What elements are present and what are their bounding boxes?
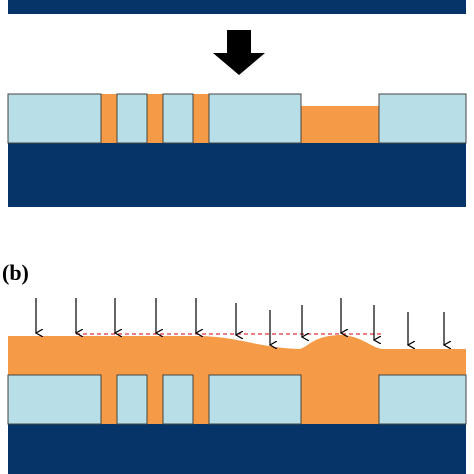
pattern-block bbox=[378, 374, 467, 425]
pattern-block bbox=[162, 93, 194, 144]
down-arrow-icon bbox=[213, 30, 265, 75]
panel-b-label: (b) bbox=[2, 260, 29, 285]
filler-trench-2 bbox=[147, 94, 163, 143]
pattern-block bbox=[162, 374, 194, 425]
pressure-arrows bbox=[36, 298, 444, 345]
panel-b-structure bbox=[7, 333, 467, 474]
pattern-block bbox=[7, 374, 102, 425]
filler-trench-1 bbox=[101, 94, 117, 143]
filler-pad bbox=[301, 106, 379, 143]
substrate-b bbox=[8, 424, 466, 474]
pattern-block bbox=[208, 93, 302, 144]
filler-trench-3 bbox=[193, 94, 209, 143]
pattern-block bbox=[116, 374, 148, 425]
panel-a-structure bbox=[7, 93, 467, 207]
pattern-block bbox=[208, 374, 302, 425]
top-substrate bbox=[8, 0, 466, 14]
pattern-block bbox=[378, 93, 467, 144]
pattern-block bbox=[7, 93, 102, 144]
substrate-a bbox=[8, 143, 466, 207]
pattern-block bbox=[116, 93, 148, 144]
